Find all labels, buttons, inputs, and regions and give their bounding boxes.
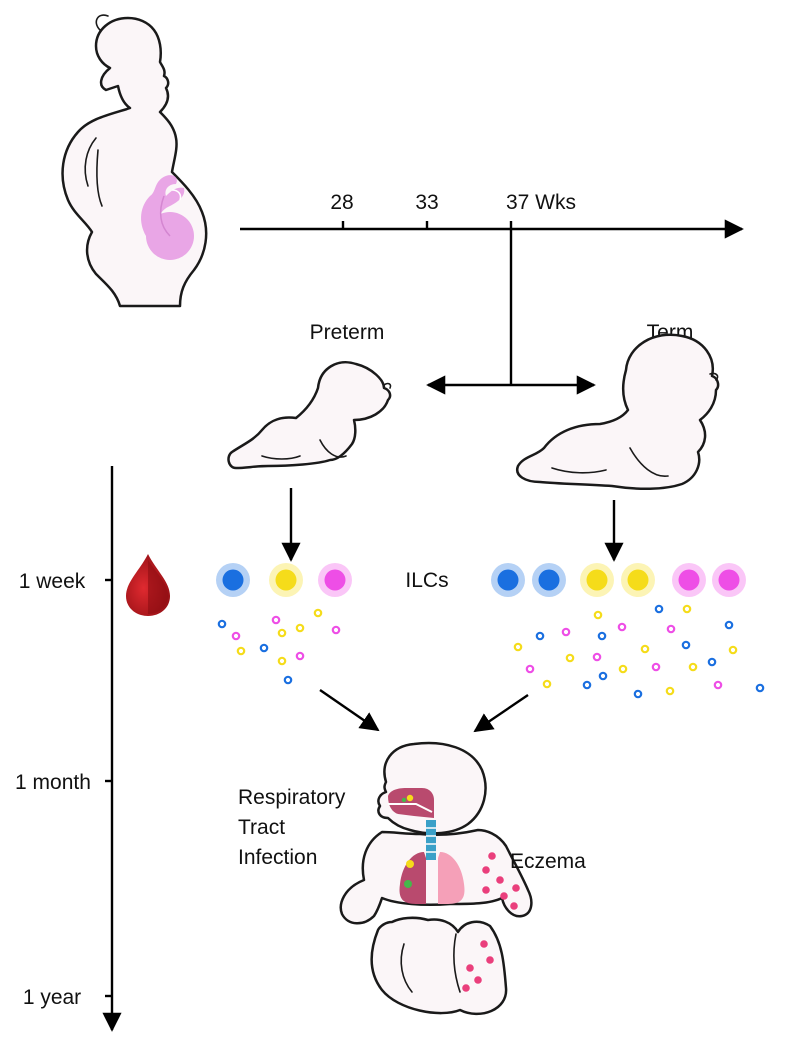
ilc-cell-yellow (580, 563, 614, 597)
age-tick-1-month: 1 month (15, 771, 91, 794)
ilc-cell-blue (532, 563, 566, 597)
pregnant-woman-icon (61, 14, 208, 308)
ilc-cell-magenta (318, 563, 352, 597)
ilc-dot-yellow (640, 644, 650, 654)
healthy-lung-icon (438, 852, 465, 904)
respiratory-line-2: Tract (238, 816, 285, 839)
ilc-dot-blue (283, 675, 293, 685)
infant-outcome-icon (339, 741, 533, 1016)
ilc-dot-yellow (542, 679, 552, 689)
timeline-tick-37: 37 Wks (506, 191, 576, 214)
term-baby-icon (515, 333, 720, 491)
ilc-dot-yellow (565, 653, 575, 663)
ilc-dot-magenta (561, 627, 571, 637)
blood-drop-icon (126, 554, 170, 616)
ilc-dot-blue (582, 680, 592, 690)
term-ilc-cells (491, 563, 746, 597)
ilc-dot-yellow (682, 604, 692, 614)
ilc-label: ILCs (405, 569, 448, 592)
ilc-dot-blue (654, 604, 664, 614)
ilc-dot-magenta (271, 615, 281, 625)
ilc-dot-magenta (651, 662, 661, 672)
ilc-cell-blue (216, 563, 250, 597)
ilc-dot-blue (259, 643, 269, 653)
timeline-tick-28: 28 (330, 191, 353, 214)
respiratory-line-3: Infection (238, 846, 317, 869)
preterm-ilc-dots (217, 608, 341, 685)
preterm-baby-icon (227, 361, 392, 470)
ilc-dot-magenta (666, 624, 676, 634)
ilc-cell-yellow (269, 563, 303, 597)
age-tick-1-week: 1 week (19, 570, 86, 593)
ilc-dot-yellow (728, 645, 738, 655)
term-ilc-dots (513, 604, 765, 699)
preterm-ilc-cells (216, 563, 352, 597)
preterm-label: Preterm (310, 321, 385, 344)
ilc-dot-magenta (713, 680, 723, 690)
ilc-dot-yellow (618, 664, 628, 674)
ilc-dot-blue (535, 631, 545, 641)
respiratory-line-1: Respiratory (238, 786, 346, 809)
ilc-dot-yellow (513, 642, 523, 652)
ilc-dot-magenta (231, 631, 241, 641)
eczema-label: Eczema (510, 850, 586, 873)
age-tick-1-year: 1 year (23, 986, 81, 1009)
ilc-cell-blue (491, 563, 525, 597)
eczema-spots (462, 852, 520, 992)
ilc-dot-magenta (295, 651, 305, 661)
fetus-icon (141, 175, 194, 260)
ilc-dot-blue (707, 657, 717, 667)
ilc-cell-yellow (621, 563, 655, 597)
ilc-dot-magenta (331, 625, 341, 635)
ilc-dot-yellow (593, 610, 603, 620)
ilc-dot-blue (597, 631, 607, 641)
timeline-tick-33: 33 (415, 191, 438, 214)
ilc-cell-magenta (672, 563, 706, 597)
ilc-cell-magenta (712, 563, 746, 597)
ilc-dot-yellow (277, 628, 287, 638)
ilc-dot-magenta (617, 622, 627, 632)
ilc-dot-blue (724, 620, 734, 630)
ilc-dot-blue (755, 683, 765, 693)
ilc-dot-yellow (665, 686, 675, 696)
ilc-dot-blue (217, 619, 227, 629)
ilc-dot-magenta (592, 652, 602, 662)
age-axis: 1 week 1 month 1 year (15, 466, 122, 1032)
ilc-dot-magenta (525, 664, 535, 674)
ilc-dot-blue (681, 640, 691, 650)
ilc-dot-yellow (277, 656, 287, 666)
ilc-dot-yellow (295, 623, 305, 633)
ilc-dot-blue (633, 689, 643, 699)
ilc-dot-yellow (688, 662, 698, 672)
ilc-dot-yellow (236, 646, 246, 656)
gestation-timeline: 28 33 37 Wks (240, 191, 744, 395)
ilc-dot-yellow (313, 608, 323, 618)
ilc-dot-blue (598, 671, 608, 681)
respiratory-infection-label: Respiratory Tract Infection (238, 786, 346, 869)
